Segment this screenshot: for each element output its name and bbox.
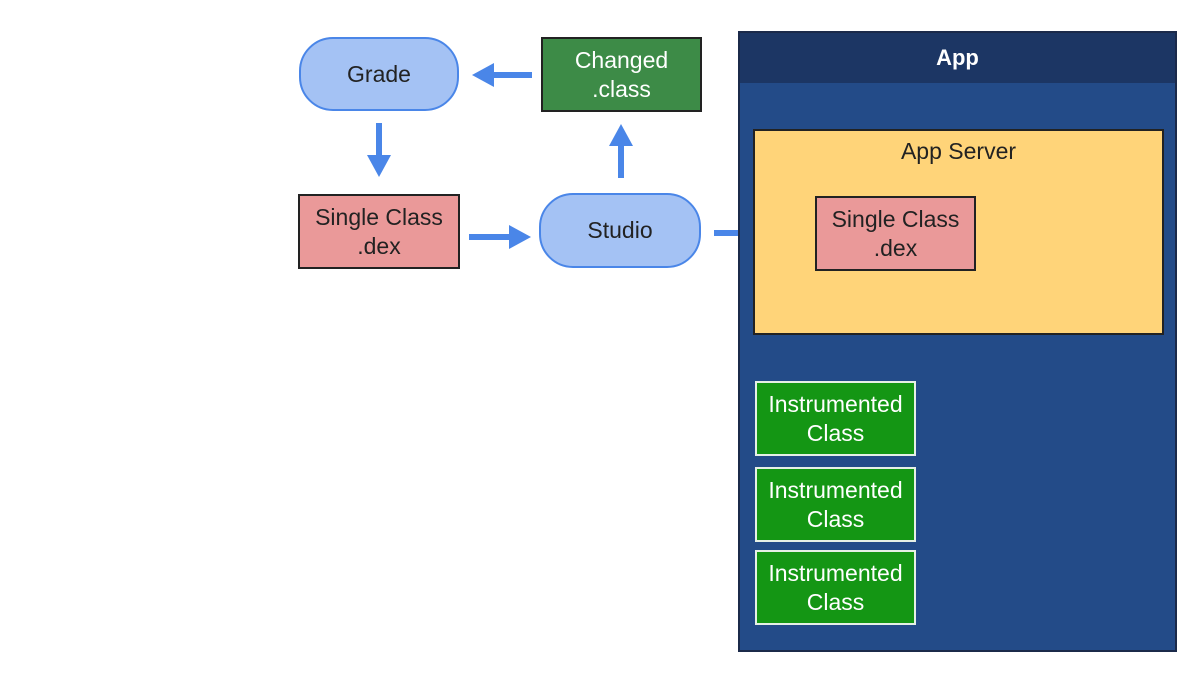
- app-server-single-class-dex: Single Class .dex: [815, 196, 976, 271]
- arrow-dex-to-studio: [469, 225, 531, 249]
- studio-node: Studio: [539, 193, 701, 268]
- instrumented-class-1: Instrumented Class: [755, 381, 916, 456]
- changed-class-node: Changed .class: [541, 37, 702, 112]
- single-class-dex-node: Single Class .dex: [298, 194, 460, 269]
- grade-node: Grade: [299, 37, 459, 111]
- arrow-studio-to-changed: [609, 124, 633, 178]
- app-server-container: App Server Single Class .dex: [753, 129, 1164, 335]
- app-container: App App Server Single Class .dex Instrum…: [738, 31, 1177, 652]
- arrow-grade-to-dex: [367, 123, 391, 177]
- arrow-changed-to-grade: [472, 63, 532, 87]
- instrumented-class-2: Instrumented Class: [755, 467, 916, 542]
- app-title: App: [740, 33, 1175, 83]
- app-server-title: App Server: [900, 138, 1017, 164]
- instrumented-class-3: Instrumented Class: [755, 550, 916, 625]
